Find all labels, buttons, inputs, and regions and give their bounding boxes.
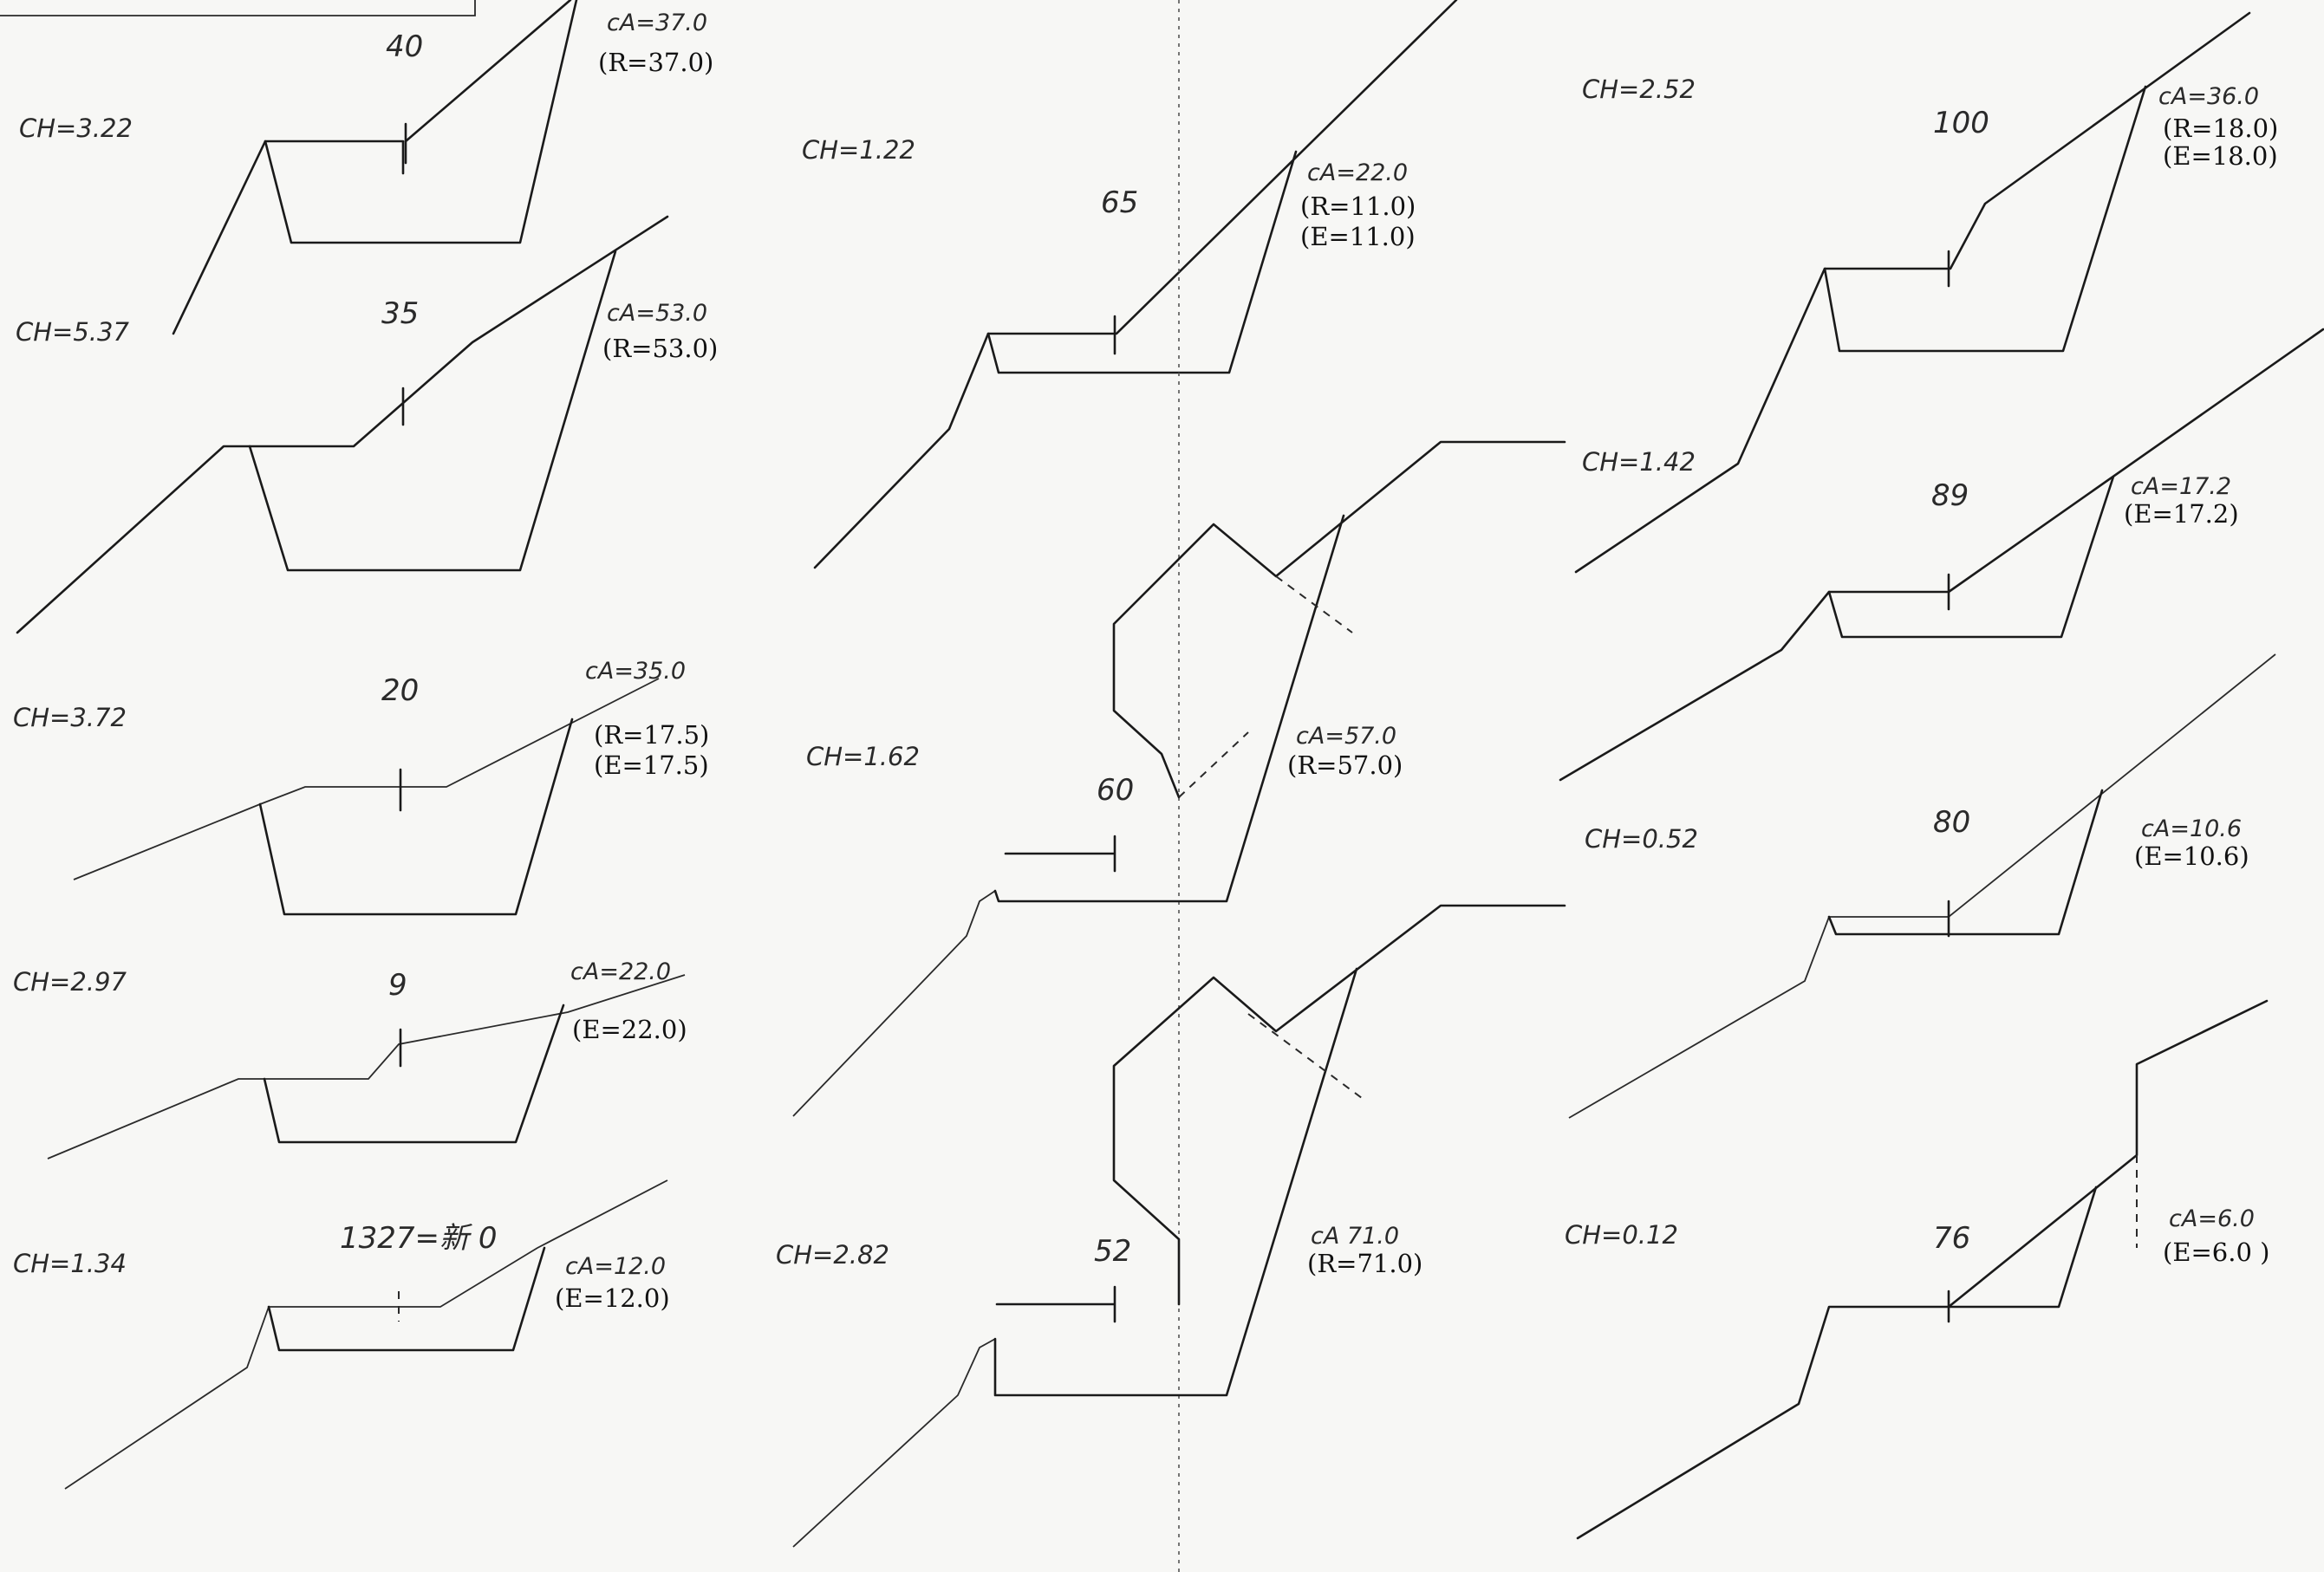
section-9-ch: CH=2.52 bbox=[1582, 75, 1696, 104]
section-2-cut-profile bbox=[248, 250, 617, 572]
section-10-ground-line bbox=[1559, 328, 2324, 782]
section-4-ch: CH=2.97 bbox=[13, 967, 127, 997]
section-3-ca: cA=35.0 bbox=[585, 658, 686, 685]
cross-section-11: CH=0.52 80 cA=10.6 (E=10.6) bbox=[1568, 653, 2276, 1119]
section-1-number: 40 bbox=[386, 29, 423, 64]
section-11-number: 80 bbox=[1933, 805, 1970, 840]
section-5-ca: cA=12.0 bbox=[565, 1253, 666, 1280]
section-6-ca: cA=22.0 bbox=[1307, 159, 1408, 186]
section-1-bench bbox=[264, 140, 405, 175]
section-6-result-e: (E=11.0) bbox=[1300, 222, 1416, 251]
section-2-ground-line bbox=[16, 215, 669, 634]
cross-section-8: CH=2.82 52 cA 71.0 (R=71.0) bbox=[776, 904, 1566, 1548]
section-3-number: 20 bbox=[381, 673, 419, 708]
section-6-number: 65 bbox=[1101, 185, 1138, 220]
section-8-existing-ground bbox=[1112, 904, 1566, 1306]
section-5-number: 1327=新 0 bbox=[340, 1221, 497, 1256]
section-10-ch: CH=1.42 bbox=[1582, 447, 1696, 477]
section-8-ch: CH=2.82 bbox=[776, 1240, 889, 1270]
section-2-ch: CH=5.37 bbox=[16, 317, 129, 347]
cross-section-9: CH=2.52 100 cA=36.0 (R=18.0) (E=18.0) bbox=[1574, 11, 2278, 574]
section-5-ground-line bbox=[64, 1179, 668, 1490]
section-9-number: 100 bbox=[1933, 106, 1989, 140]
section-8-cut-profile bbox=[993, 967, 1358, 1397]
section-11-result-e: (E=10.6) bbox=[2134, 841, 2249, 871]
section-1-result-r: (R=37.0) bbox=[598, 48, 713, 77]
section-7-projection-line bbox=[1275, 575, 1353, 633]
section-6-ch: CH=1.22 bbox=[802, 135, 915, 165]
section-12-result-e: (E=6.0 ) bbox=[2163, 1237, 2269, 1267]
section-7-existing-ground bbox=[1112, 440, 1566, 799]
section-1-cut-profile bbox=[172, 0, 578, 335]
section-11-cut-profile bbox=[1827, 789, 2104, 936]
section-7-result-r: (R=57.0) bbox=[1287, 750, 1403, 780]
section-4-cut-profile bbox=[263, 1004, 565, 1144]
section-8-result-r: (R=71.0) bbox=[1307, 1249, 1422, 1278]
section-9-ca: cA=36.0 bbox=[2158, 83, 2259, 110]
section-6-result-r: (R=11.0) bbox=[1300, 192, 1416, 221]
section-1-ground-line bbox=[404, 0, 572, 143]
section-1-ca: cA=37.0 bbox=[607, 10, 707, 36]
section-9-result-r: (R=18.0) bbox=[2163, 114, 2278, 143]
section-12-ground-line bbox=[1576, 999, 2269, 1540]
section-12-number: 76 bbox=[1933, 1221, 1970, 1256]
section-6-ground-line bbox=[813, 0, 1458, 569]
section-7-ca: cA=57.0 bbox=[1296, 723, 1396, 750]
cross-section-5: CH=1.34 1327=新 0 cA=12.0 (E=12.0) bbox=[13, 1179, 670, 1490]
section-10-result-e: (E=17.2) bbox=[2124, 499, 2239, 529]
section-7-cut-profile bbox=[993, 514, 1345, 903]
section-11-ca: cA=10.6 bbox=[2141, 815, 2242, 842]
section-4-number: 9 bbox=[388, 968, 407, 1003]
section-2-number: 35 bbox=[381, 296, 419, 331]
cross-section-12: CH=0.12 76 cA=6.0 (E=6.0 ) bbox=[1565, 999, 2269, 1540]
cross-section-1: CH=3.22 40 cA=37.0 (R=37.0) bbox=[0, 0, 713, 335]
section-12-ch: CH=0.12 bbox=[1565, 1220, 1678, 1250]
section-2-result-r: (R=53.0) bbox=[602, 334, 718, 363]
section-10-ca: cA=17.2 bbox=[2131, 473, 2231, 500]
section-9-ground-line bbox=[1574, 11, 2251, 574]
section-8-number: 52 bbox=[1094, 1234, 1131, 1269]
section-3-cut-profile bbox=[258, 718, 574, 916]
section-8-projection-line bbox=[1247, 1013, 1366, 1101]
section-6-cut-profile bbox=[986, 150, 1298, 374]
section-9-cut-profile bbox=[1823, 85, 2147, 353]
section-5-result-e: (E=12.0) bbox=[555, 1283, 670, 1313]
section-1-ch: CH=3.22 bbox=[19, 114, 133, 143]
section-7-ch: CH=1.62 bbox=[806, 742, 920, 771]
cross-section-3: CH=3.72 20 cA=35.0 (R=17.5) (E=17.5) bbox=[13, 658, 709, 916]
section-10-cut-profile bbox=[1827, 475, 2115, 639]
section-11-ch: CH=0.52 bbox=[1585, 824, 1698, 854]
section-12-ca: cA=6.0 bbox=[2169, 1205, 2255, 1232]
section-7-ground-line-lower bbox=[792, 890, 996, 1117]
section-8-ca: cA 71.0 bbox=[1311, 1223, 1399, 1250]
section-3-result-r: (R=17.5) bbox=[594, 720, 709, 750]
section-7-number: 60 bbox=[1097, 773, 1134, 808]
section-10-number: 89 bbox=[1931, 478, 1969, 513]
section-4-ca: cA=22.0 bbox=[570, 958, 671, 985]
frame-edge bbox=[0, 0, 476, 16]
cross-section-2: CH=5.37 35 cA=53.0 (R=53.0) bbox=[16, 215, 718, 634]
section-2-ca: cA=53.0 bbox=[607, 300, 707, 327]
cross-section-4: CH=2.97 9 cA=22.0 (E=22.0) bbox=[13, 958, 687, 1160]
section-9-result-e: (E=18.0) bbox=[2163, 141, 2278, 171]
section-4-result-e: (E=22.0) bbox=[572, 1015, 687, 1044]
cross-section-6: CH=1.22 65 cA=22.0 (R=11.0) (E=11.0) bbox=[802, 0, 1458, 1572]
cross-section-7: CH=1.62 60 cA=57.0 (R=57.0) bbox=[792, 440, 1566, 1117]
section-4-ground-line bbox=[47, 974, 686, 1160]
section-8-ground-line-lower bbox=[792, 1338, 996, 1548]
section-5-ch: CH=1.34 bbox=[13, 1249, 127, 1278]
section-3-result-e: (E=17.5) bbox=[594, 750, 709, 780]
section-5-cut-profile bbox=[267, 1246, 546, 1352]
section-12-cut-profile bbox=[1947, 1185, 2098, 1309]
section-7-slope-guide bbox=[1178, 731, 1249, 798]
section-3-ch: CH=3.72 bbox=[13, 703, 127, 732]
cross-section-10: CH=1.42 89 cA=17.2 (E=17.2) bbox=[1559, 328, 2324, 782]
section-3-ground-line bbox=[73, 678, 660, 880]
